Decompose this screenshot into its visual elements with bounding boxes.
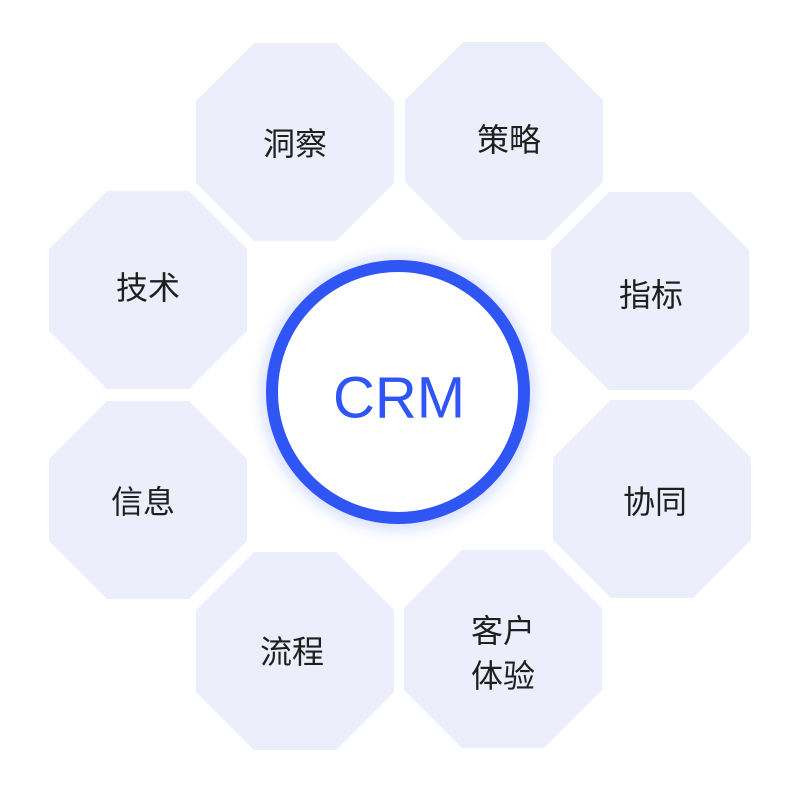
center-label: CRM bbox=[333, 366, 465, 431]
node-strategy: 策略 bbox=[405, 42, 603, 240]
octagon-shape bbox=[196, 43, 394, 241]
node-label: 策略 bbox=[477, 121, 541, 159]
node-collaboration: 协同 bbox=[553, 400, 751, 598]
node-label: 流程 bbox=[260, 633, 324, 671]
octagon-shape bbox=[49, 191, 247, 389]
node-label: 洞察 bbox=[263, 125, 327, 163]
node-insight: 洞察 bbox=[196, 43, 394, 241]
center-ring bbox=[266, 260, 530, 524]
octagon-shape bbox=[49, 401, 247, 599]
node-label-line-1: 客户 bbox=[471, 612, 535, 650]
node-label: 指标 bbox=[619, 276, 683, 314]
node-process: 流程 bbox=[196, 552, 394, 750]
octagon-shape bbox=[553, 400, 751, 598]
node-label: 信息 bbox=[111, 483, 175, 521]
octagon-shape bbox=[405, 42, 603, 240]
node-customer-experience: 客户 体验 bbox=[404, 550, 602, 748]
node-label: 协同 bbox=[623, 483, 687, 521]
octagon-shape bbox=[551, 192, 749, 390]
center-hub: CRM bbox=[261, 256, 535, 530]
node-technology: 技术 bbox=[49, 191, 247, 389]
node-label: 技术 bbox=[116, 269, 180, 307]
node-information: 信息 bbox=[49, 401, 247, 599]
node-metrics: 指标 bbox=[551, 192, 749, 390]
octagon-shape bbox=[404, 550, 602, 748]
node-label-line-2: 体验 bbox=[471, 657, 535, 695]
octagon-shape bbox=[196, 552, 394, 750]
